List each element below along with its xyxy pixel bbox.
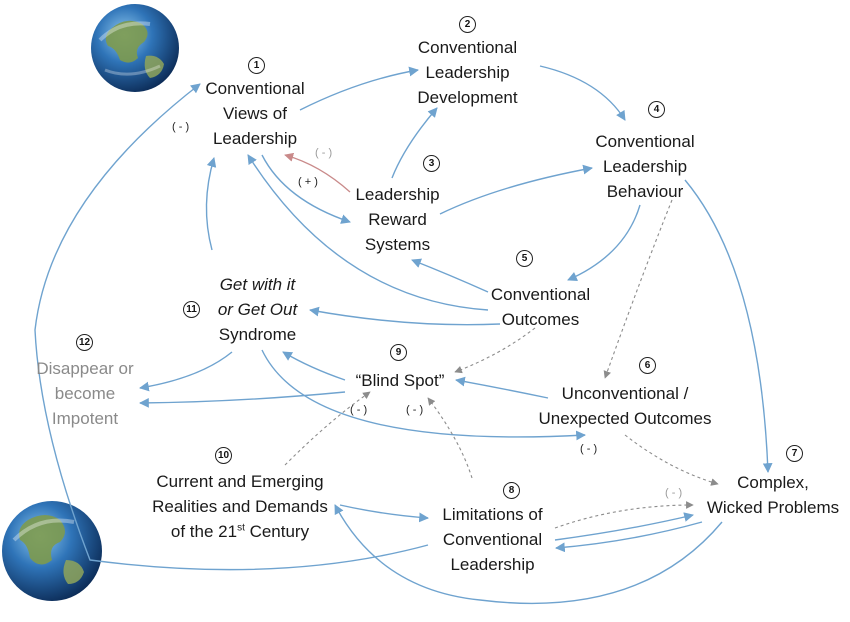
node-unconventional-unexpected-outcomes: Unconventional /Unexpected Outcomes	[520, 381, 730, 431]
arrow-2-to-4	[540, 66, 625, 120]
arrow-1-to-3	[262, 155, 350, 222]
dashed-10-to-9	[285, 392, 370, 465]
sign-left-globe: ( - )	[172, 121, 189, 133]
node-complex-wicked-problems: Complex,Wicked Problems	[696, 470, 850, 520]
arrow-4-to-5	[568, 205, 640, 280]
node-10-number: 10	[215, 447, 232, 464]
sign-complex-negative: ( - )	[665, 487, 682, 499]
arrow-5-to-11	[310, 310, 500, 325]
globe-top-icon	[91, 4, 179, 92]
sign-unconventional: ( - )	[580, 443, 597, 455]
sign-reward-negative: ( - )	[315, 147, 332, 159]
arrow-3-to-4	[440, 168, 592, 214]
dashed-8-to-9	[428, 398, 472, 478]
node-8-number: 8	[503, 482, 520, 499]
arrow-11-to-12	[140, 352, 232, 388]
arrow-10-to-8	[340, 505, 428, 518]
node-5-number: 5	[516, 250, 533, 267]
node-4-number: 4	[648, 101, 665, 118]
node-11-number: 11	[183, 301, 200, 318]
node-12-number: 12	[76, 334, 93, 351]
arrow-5-to-3	[412, 260, 488, 292]
sign-blind-spot-left: ( - )	[350, 404, 367, 416]
arrow-8-to-7	[555, 515, 693, 540]
node-1-number: 1	[248, 57, 265, 74]
node-3-number: 3	[423, 155, 440, 172]
dashed-8-to-7	[555, 505, 693, 528]
node-2-number: 2	[459, 16, 476, 33]
node-7-number: 7	[786, 445, 803, 462]
node-blind-spot: “Blind Spot”	[340, 368, 460, 393]
node-9-number: 9	[390, 344, 407, 361]
node-6-number: 6	[639, 357, 656, 374]
dashed-4-to-6	[605, 200, 672, 378]
sign-reward-positive: ( + )	[298, 176, 318, 188]
arrow-11-to-1	[206, 158, 214, 250]
arrow-7-to-8	[556, 522, 702, 548]
arrow-9-to-11	[283, 352, 345, 380]
sign-blind-spot-right: ( - )	[406, 404, 423, 416]
dashed-5-to-9	[455, 328, 535, 372]
